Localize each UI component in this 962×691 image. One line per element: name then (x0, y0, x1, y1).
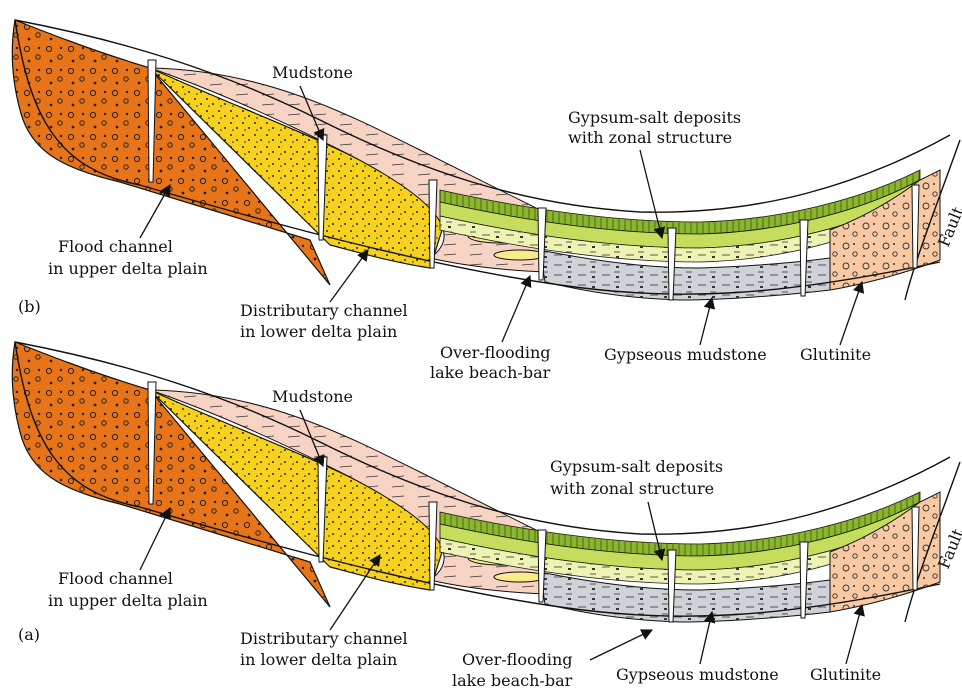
panel-a-overflood-arrow (590, 630, 652, 660)
panel-b-gypseous-arrow (700, 298, 712, 345)
panel-b-cross-section (12, 20, 960, 300)
panel-a-label: (a) (18, 625, 40, 644)
panel-a-gypseous-label: Gypseous mudstone (616, 665, 779, 684)
panel-a-flood-label-2: in upper delta plain (48, 591, 208, 610)
panel-a-glutinite-label: Glutinite (810, 665, 881, 684)
panel-b-mudstone-label: Mudstone (272, 63, 353, 82)
panel-a-gypsum-label-2: with zonal structure (550, 479, 714, 498)
panel-b-gypsum-label-2: with zonal structure (568, 128, 732, 147)
panel-b-gypseous-label: Gypseous mudstone (604, 345, 767, 364)
panel-b-distrib-arrow (330, 250, 368, 302)
panel-a-flood-arrow (140, 508, 170, 570)
panel-a-gypsum-label-1: Gypsum-salt deposits (550, 457, 723, 476)
panel-a-distrib-label-1: Distributary channel (240, 629, 408, 648)
panel-a-mudstone-label: Mudstone (272, 387, 353, 406)
panel-b-overflood-arrow (502, 276, 530, 342)
panel-a-flood-label-1: Flood channel (58, 569, 173, 588)
panel-b-label: (b) (18, 297, 41, 316)
panel-a-glutinite-arrow (846, 605, 862, 664)
panel-b-glutinite-arrow (840, 282, 862, 345)
panel-b-flood-label-2: in upper delta plain (48, 259, 208, 278)
panel-b-overflood-label-1: Over-flooding (440, 343, 551, 362)
panel-b-flood-label-1: Flood channel (58, 237, 173, 256)
panel-b-glutinite-label: Glutinite (800, 345, 871, 364)
panel-a: (a) Mudstone Gypsum-salt deposits with z… (12, 342, 962, 690)
panel-a-overflood-label-2: lake beach-bar (452, 671, 573, 690)
panel-a-overflood-label-1: Over-flooding (462, 650, 573, 669)
panel-b-overflood-label-2: lake beach-bar (430, 363, 551, 382)
panel-a-distrib-label-2: in lower delta plain (240, 650, 397, 669)
panel-b-distrib-label-1: Distributary channel (240, 301, 408, 320)
panel-b: (b) Mudstone Gypsum-salt deposits with z… (12, 20, 962, 382)
panel-b-gypsum-label-1: Gypsum-salt deposits (568, 108, 741, 127)
panel-b-distrib-label-2: in lower delta plain (240, 322, 397, 341)
